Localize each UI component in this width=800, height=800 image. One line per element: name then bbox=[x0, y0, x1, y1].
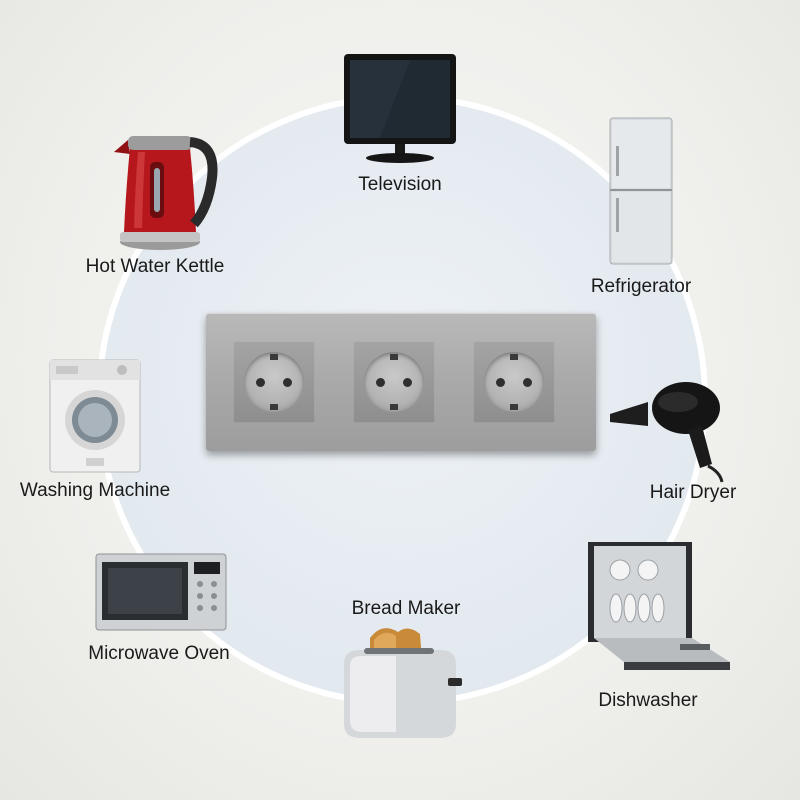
kettle-icon bbox=[108, 128, 218, 252]
refrigerator-icon bbox=[608, 116, 674, 268]
hair-dryer-icon bbox=[608, 372, 732, 484]
hair-dryer-label: Hair Dryer bbox=[649, 482, 737, 503]
bread-maker-label: Bread Maker bbox=[351, 598, 461, 619]
television-icon bbox=[340, 52, 460, 164]
refrigerator-label: Refrigerator bbox=[590, 276, 692, 297]
triple-socket-panel bbox=[206, 313, 596, 451]
microwave-icon bbox=[94, 552, 228, 634]
toaster-icon bbox=[336, 620, 464, 742]
socket-3 bbox=[473, 341, 555, 423]
socket-2 bbox=[353, 341, 435, 423]
television-label: Television bbox=[358, 174, 442, 195]
kettle-label: Hot Water Kettle bbox=[85, 256, 225, 277]
washing-machine-label: Washing Machine bbox=[19, 480, 171, 501]
dishwasher-icon bbox=[584, 540, 734, 682]
dishwasher-label: Dishwasher bbox=[598, 690, 698, 711]
microwave-label: Microwave Oven bbox=[88, 643, 230, 664]
socket-1 bbox=[233, 341, 315, 423]
washing-machine-icon bbox=[48, 358, 142, 474]
